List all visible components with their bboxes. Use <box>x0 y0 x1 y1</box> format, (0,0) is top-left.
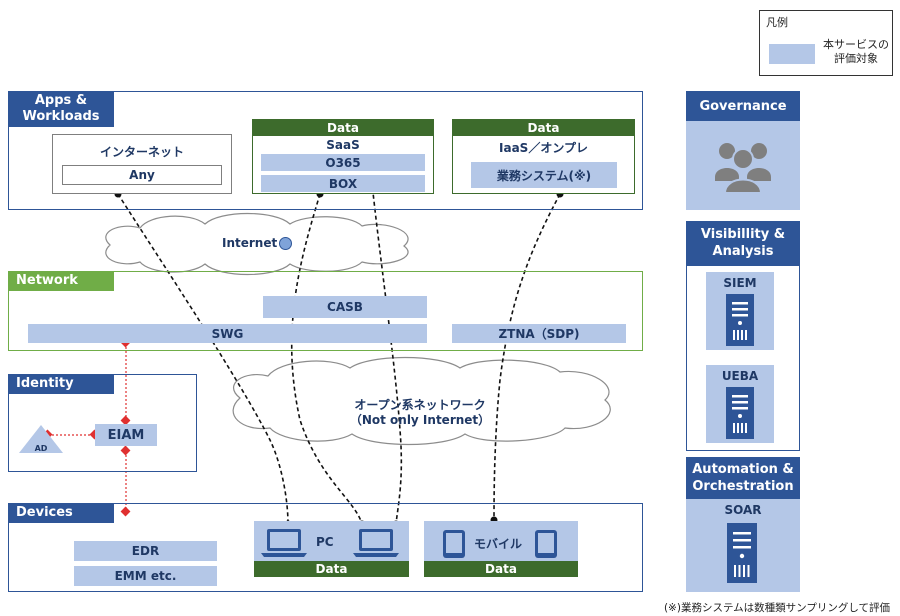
governance-title: Governance <box>686 91 800 121</box>
saas-label: SaaS <box>326 138 360 152</box>
internet-box: インターネット Any <box>52 134 232 194</box>
internet-any: Any <box>62 165 222 185</box>
mobile-data-label: Data <box>424 561 578 577</box>
mobile-label: モバイル <box>474 537 523 551</box>
iaas-label: IaaS／オンプレ <box>499 140 588 155</box>
soar-label: SOAR <box>724 503 762 517</box>
soar-box: SOAR <box>686 499 800 592</box>
emm-item: EMM etc. <box>74 566 217 586</box>
devices-title: Devices <box>8 503 114 523</box>
open-network-line1: オープン系ネットワーク <box>354 398 486 412</box>
apps-workloads-frame <box>8 91 643 210</box>
data-saas-box: Data SaaS O365 BOX <box>252 119 434 194</box>
ad-label: AD <box>34 444 48 453</box>
legend-label-line1: 本サービスの <box>823 38 889 51</box>
people-group-icon <box>715 143 771 194</box>
data-iaas-box: Data IaaS／オンプレ 業務システム(※) <box>452 119 635 194</box>
identity-title: Identity <box>8 374 114 394</box>
o365-item: O365 <box>261 154 425 171</box>
visibility-title: Visibillity & Analysis <box>686 221 800 265</box>
automation-title: Automation & Orchestration <box>686 457 800 499</box>
open-network-line2: （Not only Internet） <box>349 413 491 427</box>
network-title: Network <box>8 271 114 291</box>
edr-item: EDR <box>74 541 217 561</box>
internet-label-text: Internet <box>222 236 278 250</box>
laptop-icon-left <box>261 529 307 557</box>
ueba-box: UEBA <box>706 365 774 443</box>
ueba-label: UEBA <box>721 369 759 383</box>
automation-title-line2: Orchestration <box>692 479 794 494</box>
data-iaas-header: Data <box>453 120 634 136</box>
internet-cloud <box>105 212 409 276</box>
casb-item: CASB <box>263 296 427 318</box>
automation-title-line1: Automation & <box>692 462 794 477</box>
ad-icon <box>19 425 63 453</box>
pc-data-label: Data <box>254 561 409 577</box>
business-system-item: 業務システム(※) <box>471 162 617 188</box>
ueba-server-icon <box>726 387 754 439</box>
siem-server-icon <box>726 294 754 346</box>
siem-label: SIEM <box>723 276 757 290</box>
internet-cloud-label: Internet <box>222 234 292 252</box>
legend-item-label: 本サービスの 評価対象 <box>820 38 892 66</box>
swg-item: SWG <box>28 324 427 343</box>
data-saas-header: Data <box>253 120 433 136</box>
devices-frame <box>8 503 643 592</box>
globe-icon <box>279 236 292 250</box>
box-item: BOX <box>261 175 425 192</box>
ztna-item: ZTNA（SDP) <box>452 324 626 343</box>
governance-body <box>686 121 800 210</box>
eiam-item: EIAM <box>95 424 157 446</box>
visibility-title-line1: Visibillity & <box>700 227 786 242</box>
pc-label: PC <box>316 535 334 549</box>
internet-box-title: インターネット <box>99 144 184 159</box>
legend-title: 凡例 <box>766 16 788 29</box>
apps-title-line2: Workloads <box>22 109 100 124</box>
laptop-icon-right <box>353 529 399 557</box>
soar-server-icon <box>727 523 757 583</box>
siem-box: SIEM <box>706 272 774 350</box>
apps-workloads-title: Apps & Workloads <box>8 91 114 127</box>
open-network-label: オープン系ネットワーク （Not only Internet） <box>300 398 540 428</box>
open-network-cloud <box>232 356 611 446</box>
legend-swatch <box>769 44 815 64</box>
legend-label-line2: 評価対象 <box>834 52 878 65</box>
footnote: (※)業務システムは数種類サンプリングして評価 <box>663 602 890 614</box>
network-frame <box>8 271 643 351</box>
apps-title-line1: Apps & <box>34 93 88 108</box>
tablet-icon <box>443 530 465 558</box>
visibility-title-line2: Analysis <box>712 244 774 259</box>
smartphone-icon <box>535 530 557 558</box>
legend: 凡例 本サービスの 評価対象 <box>759 10 893 76</box>
data-flow-lines <box>117 173 561 525</box>
